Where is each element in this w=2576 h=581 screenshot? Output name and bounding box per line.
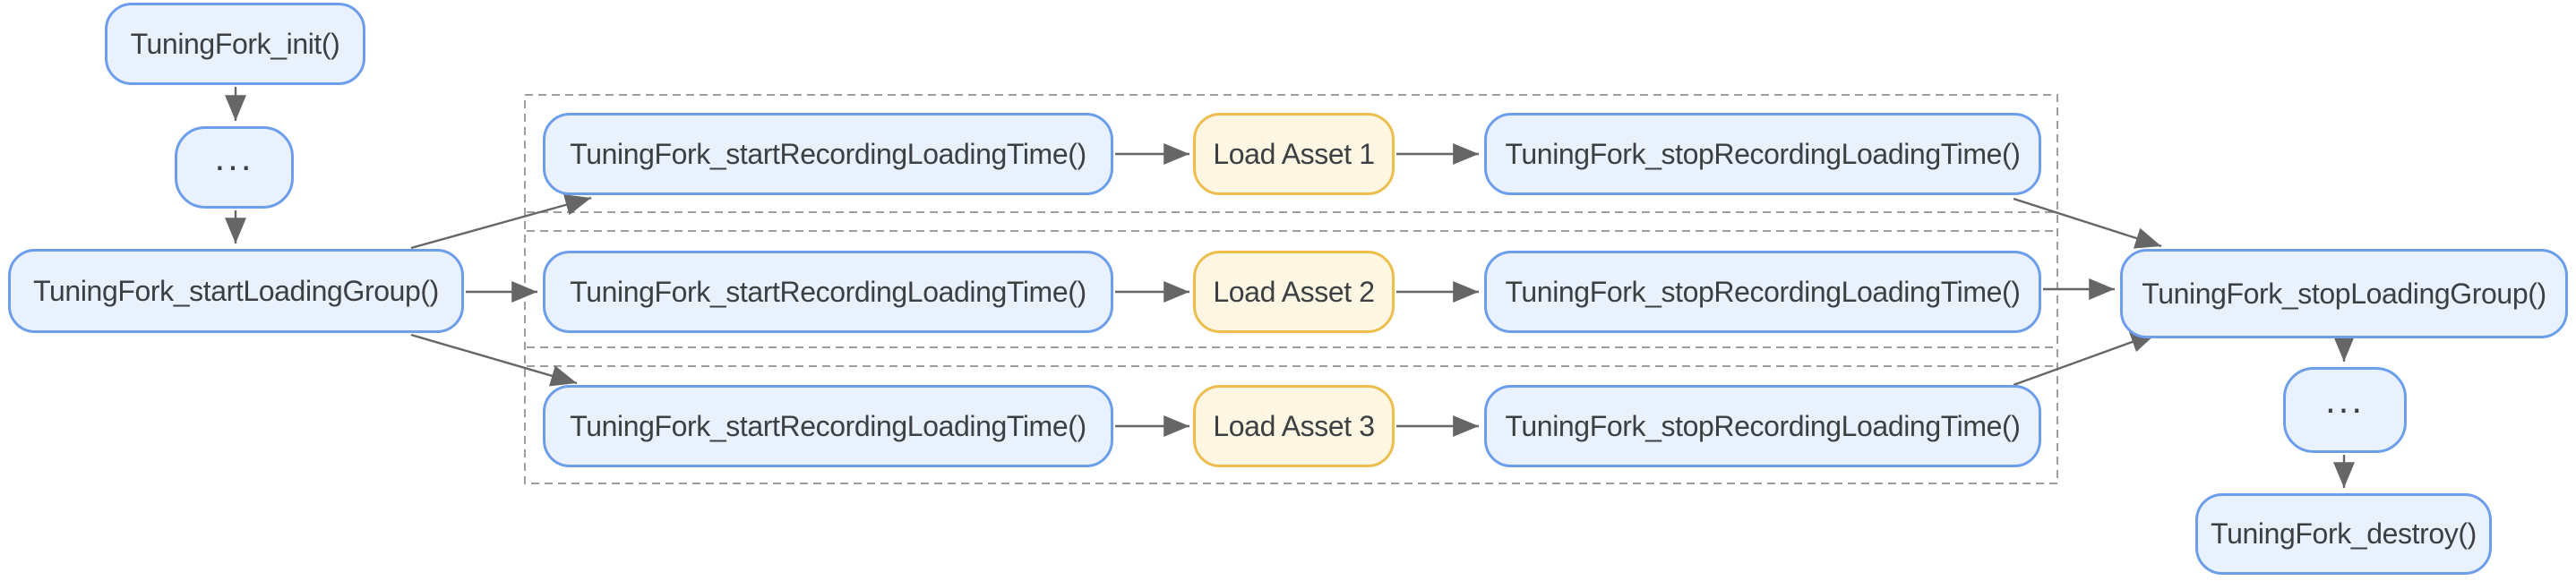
- node-label: ...: [2324, 379, 2365, 421]
- node-destroy: TuningFork_destroy(): [2195, 493, 2492, 575]
- node-load-asset-2: Load Asset 2: [1193, 251, 1395, 333]
- node-label: TuningFork_startLoadingGroup(): [33, 274, 439, 307]
- node-stop-recording-2: TuningFork_stopRecordingLoadingTime(): [1484, 251, 2041, 333]
- node-stop-recording-3: TuningFork_stopRecordingLoadingTime(): [1484, 385, 2041, 467]
- node-ellipsis-bottom: ...: [2283, 367, 2407, 453]
- node-start-recording-1: TuningFork_startRecordingLoadingTime(): [543, 113, 1113, 195]
- node-label: Load Asset 3: [1213, 409, 1375, 442]
- node-label: TuningFork_startRecordingLoadingTime(): [570, 137, 1086, 170]
- node-start-recording-2: TuningFork_startRecordingLoadingTime(): [543, 251, 1113, 333]
- node-label: Load Asset 1: [1213, 137, 1375, 170]
- node-start-loading-group: TuningFork_startLoadingGroup(): [8, 249, 464, 333]
- node-label: Load Asset 2: [1213, 275, 1375, 308]
- node-load-asset-3: Load Asset 3: [1193, 385, 1395, 467]
- node-label: TuningFork_startRecordingLoadingTime(): [570, 409, 1086, 442]
- node-stop-loading-group: TuningFork_stopLoadingGroup(): [2120, 249, 2568, 338]
- node-stop-recording-1: TuningFork_stopRecordingLoadingTime(): [1484, 113, 2041, 195]
- node-label: TuningFork_stopRecordingLoadingTime(): [1505, 275, 2021, 308]
- flow-arrow: [2013, 331, 2158, 387]
- node-label: ...: [214, 136, 254, 178]
- node-label: TuningFork_stopRecordingLoadingTime(): [1505, 409, 2021, 442]
- flow-arrow: [410, 194, 592, 250]
- flow-arrow: [2013, 197, 2162, 249]
- node-ellipsis-top: ...: [175, 126, 294, 209]
- node-label: TuningFork_destroy(): [2211, 517, 2477, 550]
- node-label: TuningFork_init(): [130, 27, 340, 60]
- node-label: TuningFork_startRecordingLoadingTime(): [570, 275, 1086, 308]
- node-label: TuningFork_stopLoadingGroup(): [2142, 277, 2546, 310]
- node-label: TuningFork_stopRecordingLoadingTime(): [1505, 137, 2021, 170]
- node-start-recording-3: TuningFork_startRecordingLoadingTime(): [543, 385, 1113, 467]
- node-load-asset-1: Load Asset 1: [1193, 113, 1395, 195]
- flow-arrow: [410, 333, 578, 387]
- node-init: TuningFork_init(): [105, 3, 365, 85]
